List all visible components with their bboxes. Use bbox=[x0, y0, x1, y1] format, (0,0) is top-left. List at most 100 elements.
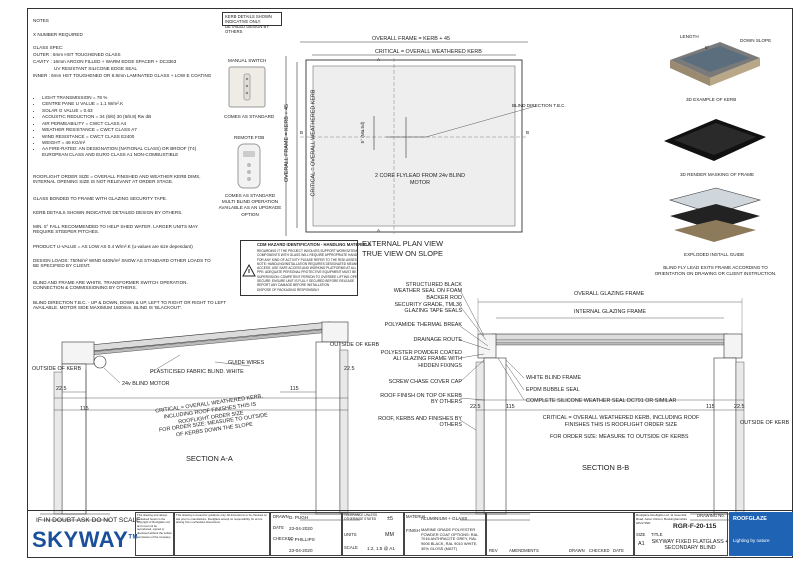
overall-glazing-dim: OVERALL GLAZING FRAME bbox=[574, 291, 645, 297]
date-value: 23-04-2020 bbox=[289, 526, 313, 531]
title-label: TITLE bbox=[651, 532, 663, 537]
units-value: MM bbox=[385, 532, 394, 538]
rev-label: REV bbox=[489, 548, 498, 553]
fabric-blind-label: PLASTICISED FABRIC BLIND. WHITE bbox=[150, 369, 244, 375]
flylead-exit-note: BLIND FLY LEAD EXITS FRAME ACCORDING TO … bbox=[654, 265, 777, 276]
roofglaze-logo-sub: Lighting by nature bbox=[733, 538, 770, 543]
glass-bonded-note: GLASS BONDED TO FRAME WITH GLAZING SECUR… bbox=[33, 196, 168, 201]
dim-22-5-b: 22.5 bbox=[470, 404, 481, 410]
brand-trademark: TM bbox=[128, 534, 138, 541]
outside-kerb-right: OUTSIDE OF KERB bbox=[330, 342, 380, 348]
spec-item: WIND RESISTANCE = CWCT CLASS E2400 bbox=[42, 134, 219, 140]
hazard-line: REGARDING IT THE PROJECT INVOLVES SUPPOR… bbox=[257, 249, 357, 253]
hazard-line: REPORT ANY DAMAGE BEFORE INSTALLATION bbox=[257, 283, 330, 288]
overall-frame-dim-vertical: OVERALL FRAME = KERB + 45 bbox=[283, 104, 290, 183]
section-a-marker-bottom: A bbox=[377, 228, 381, 233]
spec-list: LIGHT TRANSMISSION = 78 % CENTRE PANE U … bbox=[33, 95, 219, 158]
hazard-line: FOR ANY KIND OF ACTIVITY PLEASE REFER TO… bbox=[257, 257, 357, 262]
hazard-lines: REGARDING IT THE PROJECT INVOLVES SUPPOR… bbox=[257, 249, 357, 292]
plan-view-subtitle: TRUE VIEW ON SLOPE bbox=[362, 249, 443, 258]
roofglaze-logo-text: ROOFGLAZE bbox=[733, 516, 767, 522]
epdm-seal-label: EPDM BUBBLE SEAL bbox=[526, 387, 580, 393]
frame-render-caption: 3D RENDER MASKING OF FRAME bbox=[680, 172, 755, 177]
section-b-label: STRUCTURED BLACK WEATHER SEAL ON FOAM BA… bbox=[393, 282, 462, 301]
warning-icon bbox=[242, 263, 256, 277]
roofglaze-logo: ROOFGLAZE Lighting by nature bbox=[729, 512, 793, 556]
section-b-label: SCREW CHASE COVER CAP bbox=[388, 379, 462, 385]
dim-22-5-right: 22.5 bbox=[344, 366, 355, 372]
slope-label: 5° (Ma.5d) bbox=[360, 121, 366, 144]
drawn-value: D. PUGH bbox=[289, 515, 309, 520]
remote-fob-caption: COMES AS STANDARD MULTI BLIND OPERATION … bbox=[218, 193, 282, 217]
rev-drawn-label: DRAWN bbox=[569, 548, 585, 553]
blind-motor-label: 24v BLIND MOTOR bbox=[122, 381, 170, 387]
section-b-title: SECTION B-B bbox=[582, 463, 630, 472]
flylead-label: 2 CORE FLYLEAD FROM 24v BLIND MOTOR bbox=[374, 173, 466, 187]
frame-render-image bbox=[664, 119, 766, 161]
date-label: DATE bbox=[273, 525, 284, 530]
finish-value: MARINE GRADE POLYESTER POWDER COAT OPTIO… bbox=[421, 527, 479, 551]
dim-115-b-right: 115 bbox=[706, 404, 715, 410]
glass-outer: OUTER : 6mm HST TOUGHENED GLASS bbox=[33, 52, 121, 57]
spec-item: LIGHT TRANSMISSION = 78 % bbox=[42, 95, 219, 101]
dim-115: 115 bbox=[80, 406, 89, 412]
white-blind-frame-label: WHITE BLIND FRAME bbox=[526, 375, 582, 381]
material-cell: MATERIAL ALUMINIUM + GLASS FINISH MARINE… bbox=[404, 512, 486, 556]
spec-item: ACOUSTIC REDUCTION = 34 (6/6) 30 (6/8.8)… bbox=[42, 114, 219, 120]
remote-fob-image bbox=[237, 143, 261, 189]
hazard-line: DISPOSE OF PACKAGING RESPONSIBLY bbox=[257, 287, 320, 292]
glass-spec-title: GLASS SPEC: bbox=[33, 45, 64, 50]
section-b-label: POLYESTER POWDER COATED ALI GLAZING FRAM… bbox=[380, 350, 462, 369]
copyright-text: This drawing and design contained herein… bbox=[137, 513, 172, 539]
section-b-label: DRAINAGE ROUTE bbox=[413, 337, 462, 343]
manual-switch-title: MANUAL SWITCH bbox=[228, 58, 267, 63]
title-block bbox=[27, 510, 793, 558]
length-label: LENGTH bbox=[680, 34, 699, 39]
company-address: Roofglaze Rooflights Ltd, 11 Greenhill R… bbox=[636, 513, 688, 525]
copyright-cell: This drawing and design contained herein… bbox=[135, 512, 174, 556]
outside-kerb-left: OUTSIDE OF KERB bbox=[32, 366, 82, 372]
section-b-marker-right: B bbox=[526, 130, 530, 135]
tolerance-cell: TOLERANCE UNLESS OTHERWISE STATED ±5 UNI… bbox=[342, 512, 404, 556]
manual-switch-image bbox=[228, 66, 266, 108]
section-b-marker-left: B bbox=[300, 130, 304, 135]
guide-wires-label: GUIDE WIRES bbox=[228, 360, 265, 366]
checked-value: A. PHILLIPS bbox=[289, 537, 315, 542]
section-b-label: POLYAMIDE THERMAL BREAK bbox=[384, 322, 462, 328]
skyway-brand: SKYWAYTM bbox=[32, 527, 138, 553]
section-b-order: FOR ORDER SIZE: MEASURE TO OUTSIDE OF KE… bbox=[550, 434, 689, 440]
spec-item: SOLAR G VALUE = 0.63 bbox=[42, 108, 219, 114]
scale-warning: IF IN DOUBT ASK DO NOT SCALE bbox=[36, 517, 141, 524]
section-b-label: ROOF FINISH ON TOP OF KERB BY OTHERS bbox=[380, 393, 462, 406]
plan-view-title: EXTERNAL PLAN VIEW bbox=[362, 239, 444, 248]
hazard-line: SUPERVISION: COMPETENT PERSON TO OVERSEE… bbox=[257, 274, 357, 279]
scale-value: 1:2, 1:5 @ A1 bbox=[367, 546, 395, 551]
amendments-label: AMENDMENTS bbox=[509, 548, 539, 553]
hazard-line: ACCESS: USE SAFE ACCESS AND WORKING PLAT… bbox=[257, 266, 357, 271]
silicone-seal-label: COMPLETE SILICONE WEATHER SEAL DC791 OR … bbox=[526, 398, 677, 404]
product-u-note: PRODUCT U-VALUE = AS LOW AS 0.4 W/m².K (… bbox=[33, 244, 193, 249]
rev-date-label: DATE bbox=[613, 548, 624, 553]
glass-cavity: CAVITY : 16mm ARGON FILLED + WARM EDGE S… bbox=[33, 59, 177, 64]
notes-title: NOTES bbox=[33, 18, 49, 23]
blind-direction-note: BLIND DIRECTION T.B.C. - UP & DOWN, DOWN… bbox=[33, 300, 227, 311]
critical-dim-vertical: CRITICAL = OVERALL WEATHERED KERB bbox=[310, 89, 317, 197]
dim-115-right: 115 bbox=[290, 386, 299, 392]
glass-inner: INNER : 6mm HST TOUGHENED OR 8.8mm LAMIN… bbox=[33, 73, 212, 78]
drawn-label: DRAWN bbox=[273, 514, 289, 519]
disclaimer-text: This drawing is issued for guidance only… bbox=[176, 513, 267, 525]
spec-item: CENTRE PANE U VALUE = 1.1 W/m².K bbox=[42, 101, 219, 107]
spec-item: AIR PERMEABILITY = CWCT CLASS A4 bbox=[42, 121, 219, 127]
dim-115-b: 115 bbox=[506, 404, 515, 410]
spec-item: WEATHER RESISTANCE = CWCT CLASS A7 bbox=[42, 127, 219, 133]
min-fall-note: MIN. 5° FALL RECOMMENDED TO HELP SHED WA… bbox=[33, 224, 198, 235]
exploded-install-caption: EXPLODED INSTALL GUIDE bbox=[684, 252, 745, 257]
scale-label: SCALE bbox=[344, 545, 358, 550]
size-label: SIZE bbox=[636, 532, 646, 537]
hazard-line: SECURE: ENSURE UNIT IS FULLY SECURED BEF… bbox=[257, 279, 355, 284]
hazard-box: CDM HAZARD IDENTIFICATION - HANDLING MAT… bbox=[240, 240, 371, 296]
internal-glazing-dim: INTERNAL GLAZING FRAME bbox=[574, 309, 646, 315]
roof-order-note: ROOFLIGHT ORDER SIZE = OVERALL FINISHED … bbox=[33, 174, 201, 185]
material-value: ALUMINIUM + GLASS bbox=[421, 516, 468, 521]
